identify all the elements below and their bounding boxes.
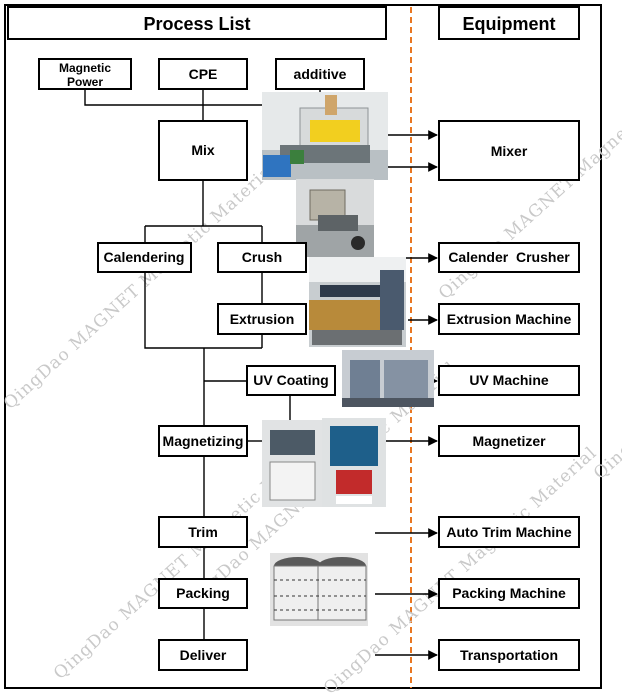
mixer-photo: [262, 92, 388, 180]
magnetic-power-line1: Magnetic: [59, 61, 111, 75]
calender-crusher-label: Calender Crusher: [448, 249, 570, 265]
equipment-mixer: Mixer: [438, 120, 580, 181]
additive-label: additive: [294, 66, 347, 82]
auto-trim-machine-label: Auto Trim Machine: [446, 524, 571, 540]
cpe-label: CPE: [189, 66, 218, 82]
input-additive: additive: [275, 58, 365, 90]
transportation-label: Transportation: [460, 647, 558, 663]
step-crush: Crush: [217, 242, 307, 273]
step-packing: Packing: [158, 578, 248, 609]
extrusion-machine-label: Extrusion Machine: [447, 311, 572, 327]
input-magnetic-power: Magnetic Power: [38, 58, 132, 90]
step-magnetizing: Magnetizing: [158, 425, 248, 457]
step-extrusion: Extrusion: [217, 303, 307, 335]
uv-coating-label: UV Coating: [253, 372, 328, 388]
packing-machine-label: Packing Machine: [452, 585, 566, 601]
process-list-header-box: [7, 6, 387, 40]
equipment-calender-crusher: Calender Crusher: [438, 242, 580, 273]
magnetizing-label: Magnetizing: [163, 433, 244, 449]
trim-label: Trim: [188, 524, 218, 540]
outer-frame: [4, 4, 602, 689]
step-uv-coating: UV Coating: [246, 365, 336, 396]
packing-label: Packing: [176, 585, 230, 601]
step-trim: Trim: [158, 516, 248, 548]
input-cpe: CPE: [158, 58, 248, 90]
magnetizer-photo: [262, 418, 386, 507]
uv-machine-photo: [342, 350, 434, 407]
mixer-label: Mixer: [491, 143, 528, 159]
crusher-photo: [296, 179, 374, 257]
magnetizer-label: Magnetizer: [472, 433, 546, 449]
uv-machine-label: UV Machine: [469, 372, 549, 388]
equipment-uv-machine: UV Machine: [438, 365, 580, 396]
line-magnetic-power-bus: [84, 89, 262, 106]
equipment-header: Equipment: [463, 14, 556, 34]
line-calendering-down: [144, 272, 262, 349]
magnetic-power-line2: Power: [67, 75, 103, 89]
step-deliver: Deliver: [158, 639, 248, 671]
extrusion-photo: [309, 257, 406, 347]
step-calendering: Calendering: [97, 242, 192, 273]
equipment-transportation: Transportation: [438, 639, 580, 671]
extrusion-label: Extrusion: [230, 311, 295, 327]
step-mix: Mix: [158, 120, 248, 181]
equipment-packing-machine: Packing Machine: [438, 578, 580, 609]
packing-photo: [270, 553, 368, 626]
crush-label: Crush: [242, 249, 282, 265]
watermark-text-6: QingDao MAGNET Magnetic Material: [590, 228, 622, 484]
equipment-auto-trim-machine: Auto Trim Machine: [438, 516, 580, 548]
watermark-text-1: QingDao MAGNET Magnetic Material: [0, 158, 281, 414]
process-list-header: Process List: [143, 14, 250, 34]
calendering-label: Calendering: [104, 249, 185, 265]
equipment-header-box: [438, 6, 580, 40]
equipment-extrusion-machine: Extrusion Machine: [438, 303, 580, 335]
mix-label: Mix: [191, 142, 215, 158]
deliver-label: Deliver: [180, 647, 227, 663]
equipment-magnetizer: Magnetizer: [438, 425, 580, 457]
